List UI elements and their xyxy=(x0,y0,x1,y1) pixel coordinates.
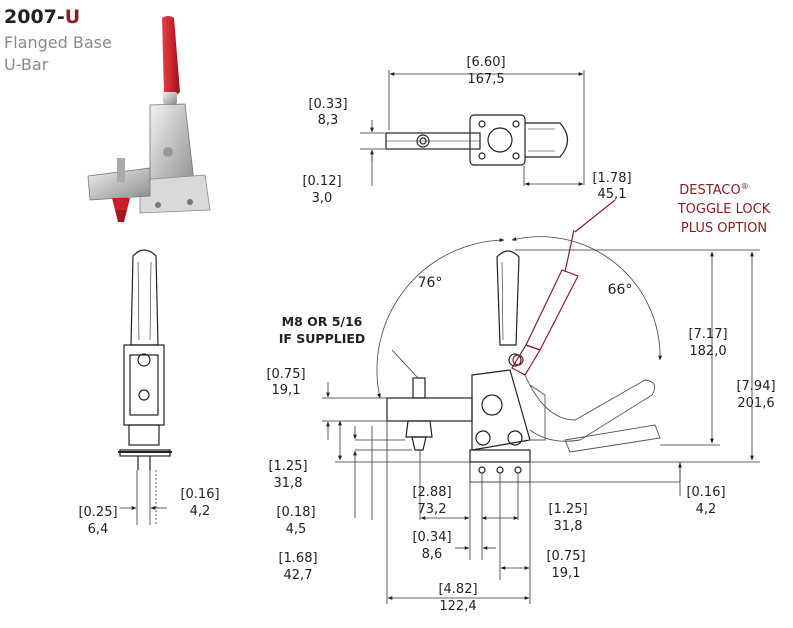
model-prefix: 2007- xyxy=(4,6,65,28)
front-view-dimensions xyxy=(322,249,760,604)
model-suffix: U xyxy=(64,6,81,28)
open-handle-ghost xyxy=(524,374,661,453)
spindle-h-mm: 42,7 xyxy=(284,568,313,583)
toggle-lock-option xyxy=(511,199,616,376)
hole-off-in: [0.34] xyxy=(412,530,451,545)
top-view-dimensions xyxy=(360,70,585,186)
hole-sp1-in: [1.25] xyxy=(548,502,587,517)
top-width-mm: 167,5 xyxy=(467,72,504,87)
option-line2: TOGGLE LOCK xyxy=(677,202,771,217)
dimension-labels: [6.60] 167,5 [0.33] 8,3 [0.12] 3,0 [1.78… xyxy=(78,55,775,614)
thread-line1: M8 OR 5/16 xyxy=(282,314,363,329)
slot-w-in: [0.33] xyxy=(308,97,347,112)
side-w1-in: [0.25] xyxy=(78,505,117,520)
angle-close: 66° xyxy=(608,282,633,298)
slot-off-in: [0.12] xyxy=(302,174,341,189)
model-number: 2007-U xyxy=(4,6,80,28)
product-photo xyxy=(87,16,211,222)
travel-arc xyxy=(376,236,663,399)
h-total-mm: 201,6 xyxy=(737,396,774,411)
base-h-in: [1.25] xyxy=(268,459,307,474)
base-h-mm: 31,8 xyxy=(274,476,303,491)
top-width-in: [6.60] xyxy=(466,55,505,70)
base-t-mm: 4,2 xyxy=(696,502,717,517)
bar-h-mm: 19,1 xyxy=(272,383,301,398)
overall-len-in: [4.82] xyxy=(438,582,477,597)
reach-mm: 73,2 xyxy=(418,502,447,517)
handle-w-mm: 45,1 xyxy=(598,187,627,202)
hole-sp2-mm: 19,1 xyxy=(552,566,581,581)
hole-off-mm: 8,6 xyxy=(422,547,443,562)
top-view xyxy=(385,114,569,166)
h-open-mm: 182,0 xyxy=(689,344,726,359)
base-t-in: [0.16] xyxy=(686,485,725,500)
spindle-off-mm: 4,5 xyxy=(286,522,307,537)
handle-w-in: [1.78] xyxy=(592,171,631,186)
h-open-in: [7.17] xyxy=(688,327,727,342)
angle-open: 76° xyxy=(418,275,443,291)
slot-off-mm: 3,0 xyxy=(312,191,333,206)
side-view xyxy=(118,249,172,470)
thread-callout: M8 OR 5/16 IF SUPPLIED xyxy=(279,314,366,346)
thread-line2: IF SUPPLIED xyxy=(279,331,366,346)
subtitle-base: Flanged Base xyxy=(4,33,112,52)
subtitle-bar: U-Bar xyxy=(4,55,49,74)
side-w2-mm: 4,2 xyxy=(190,504,211,519)
side-w1-mm: 6,4 xyxy=(88,522,109,537)
side-w2-in: [0.16] xyxy=(180,487,219,502)
hole-sp2-in: [0.75] xyxy=(546,549,585,564)
hole-sp1-mm: 31,8 xyxy=(554,519,583,534)
spindle-h-in: [1.68] xyxy=(278,551,317,566)
overall-len-mm: 122,4 xyxy=(439,599,476,614)
h-total-in: [7.94] xyxy=(736,379,775,394)
reach-in: [2.88] xyxy=(412,485,451,500)
spindle-off-in: [0.18] xyxy=(276,505,315,520)
slot-w-mm: 8,3 xyxy=(318,113,339,128)
option-line1: DESTACO® xyxy=(679,182,748,198)
option-line3: PLUS OPTION xyxy=(681,221,767,236)
side-view-dimensions xyxy=(120,470,167,525)
bar-h-in: [0.75] xyxy=(266,367,305,382)
option-callout: DESTACO® TOGGLE LOCK PLUS OPTION xyxy=(677,182,771,236)
